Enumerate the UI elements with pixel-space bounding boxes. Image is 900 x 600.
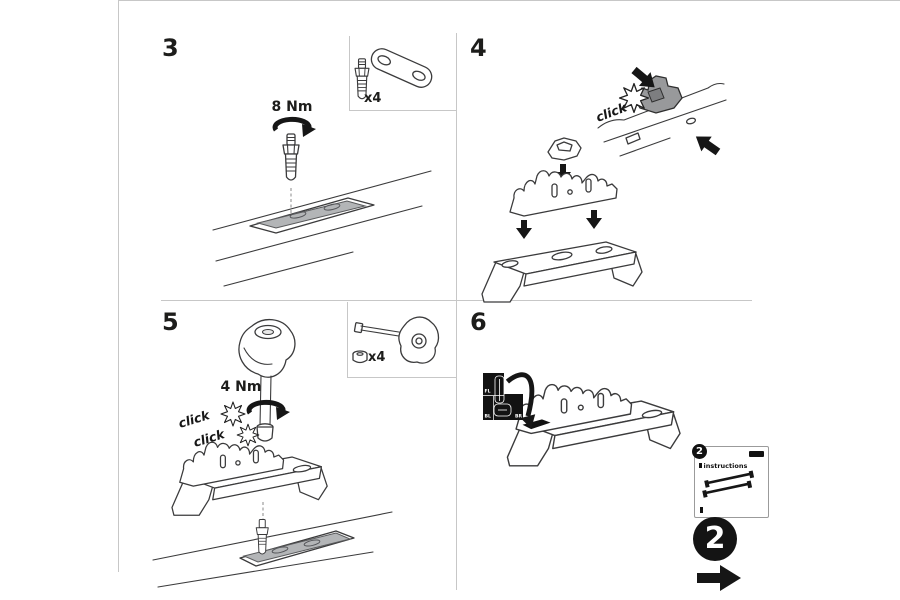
brand-logo-block [749, 451, 764, 457]
step5-parts-inset-bottom-line [347, 377, 456, 378]
card-footer-mark [700, 507, 703, 513]
down-arrow-icon [516, 220, 532, 239]
torque-rotation-arrow-icon [272, 116, 316, 137]
step5-inset-torque-key-illustration [352, 316, 440, 364]
step3-number: 3 [162, 34, 179, 62]
kit-card-title: instructions [699, 462, 747, 470]
step5-parts-inset-left-line [347, 302, 348, 377]
step4-number: 4 [470, 34, 487, 62]
step3-roof-rail-slot-illustration [212, 170, 432, 287]
curved-arrow-icon [505, 372, 535, 417]
panel-divider-horizontal [161, 300, 752, 301]
step6-foot-illustration [505, 372, 681, 467]
kit-instructions-card: 2 instructions [692, 444, 769, 518]
push-arrow-icon [631, 66, 655, 88]
step6-position-sticker-detail: FL BL BR [483, 373, 523, 420]
step3-parts-inset-left-line [349, 36, 350, 110]
step5-foot-illustration [171, 441, 328, 516]
starburst-icon [618, 82, 650, 114]
panel-divider-vertical [456, 33, 457, 590]
foot-base-part [481, 241, 643, 303]
step4-snap-detail-illustration: click [594, 66, 727, 157]
step3-quantity-label: x4 [364, 91, 382, 106]
push-arrow-icon [695, 136, 721, 156]
step3-parts-inset-bottom-line [349, 110, 456, 111]
step3-stud-bolt-illustration [282, 133, 300, 181]
step5-number: 5 [162, 308, 179, 336]
slot-pad [256, 200, 367, 229]
sticker-label-br: BR [515, 414, 523, 420]
document-icon [699, 463, 702, 468]
step3-torque-label: 8 Nm [271, 99, 313, 115]
top-border-line [118, 0, 900, 1]
sequence-badge: 2 [693, 517, 737, 561]
step5-quantity-label: x4 [368, 350, 386, 365]
stud-bolt-illustration [255, 519, 269, 555]
forward-arrow-icon [697, 565, 741, 591]
step5-roof-rail-slot-illustration [152, 502, 393, 588]
rail-bracket-part [179, 441, 285, 487]
starburst-icon [236, 423, 260, 447]
click-label: click [176, 407, 211, 431]
starburst-icon [220, 401, 246, 427]
slot-pad [242, 532, 352, 563]
step5-knob-illustration [238, 319, 296, 442]
torque-rotation-arrow-icon [246, 399, 290, 420]
down-arrow-icon [586, 210, 602, 229]
sticker-label-bl: BL [485, 414, 492, 420]
step5-torque-label: 4 Nm [220, 379, 262, 395]
left-border-line [118, 0, 119, 572]
step3-inset-stud-bolt-illustration [354, 58, 370, 100]
step5-click-click-callout: click click [176, 401, 260, 450]
kit-card-badge: 2 [692, 444, 707, 459]
step4-assembly-illustration [481, 137, 643, 303]
kit-card-title-text: instructions [703, 462, 748, 470]
step3-inset-plate-illustration [370, 48, 433, 88]
step6-number: 6 [470, 308, 487, 336]
load-bars-illustration [702, 470, 755, 498]
rail-bracket-part [509, 170, 618, 217]
down-arrow-icon [555, 164, 571, 183]
click-label: click [191, 426, 226, 450]
sticker-label-fl: FL [485, 389, 491, 395]
